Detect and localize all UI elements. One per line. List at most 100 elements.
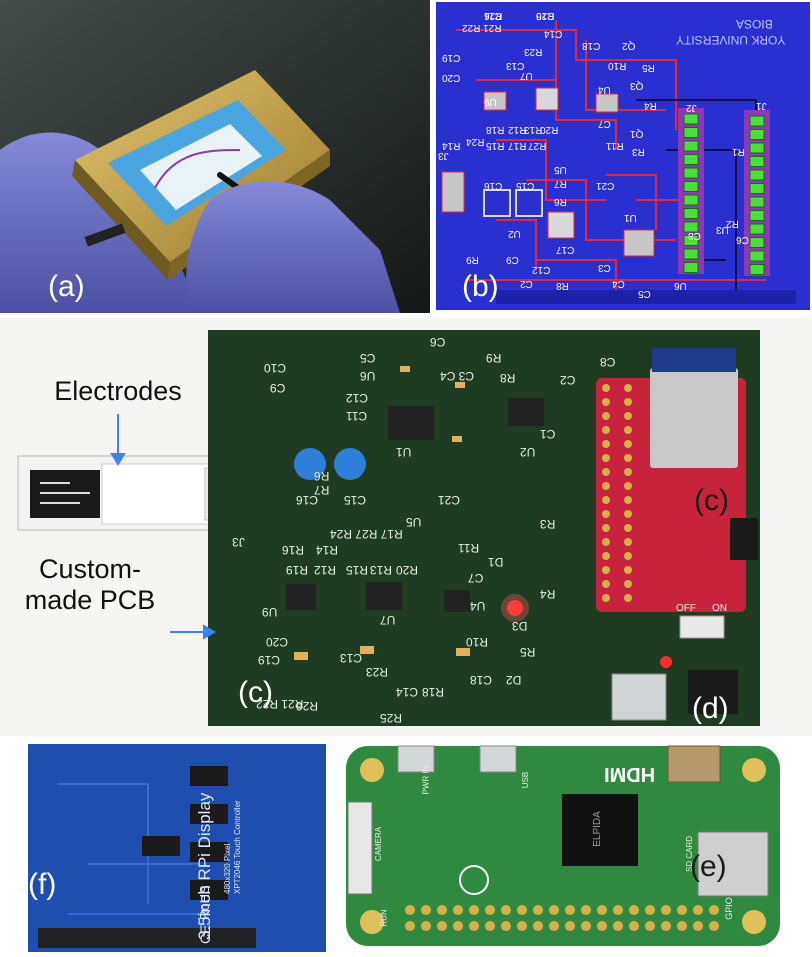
j1-pads <box>749 115 765 275</box>
gpio-pad <box>709 905 719 915</box>
header-pin <box>624 412 632 420</box>
connector-plug <box>84 223 126 247</box>
display-ic <box>190 842 228 862</box>
gpio-pad <box>437 921 447 931</box>
smd-passives <box>294 366 470 660</box>
raspberry-logo <box>459 865 489 895</box>
gpio-pad <box>629 905 639 915</box>
board-refdes: R13 <box>370 563 393 577</box>
panel-e-raspberry-pi-board: HDMI PWR IN USB ELPIDA CAMERA RUN SD CAR… <box>342 740 784 952</box>
header-pin <box>624 580 632 588</box>
gpio-pad <box>597 905 607 915</box>
board-refdes: D3 <box>512 619 528 633</box>
gpio-pad <box>693 921 703 931</box>
layout-refdes: R8 <box>556 280 569 291</box>
pcb-layout-drawing <box>436 2 810 310</box>
board-refdes: U6 <box>360 369 376 383</box>
gpio-pad <box>405 905 415 915</box>
header-pin <box>602 496 610 504</box>
battery-connector <box>688 670 738 714</box>
header-pin <box>602 594 610 602</box>
chip-u9 <box>286 584 316 610</box>
header-pin <box>602 580 610 588</box>
layout-refdes: C9 <box>506 254 519 265</box>
gpio-pad <box>533 921 543 931</box>
pi-hdmi-text: HDMI <box>604 763 656 785</box>
display-ic <box>190 880 228 900</box>
connector-pad <box>749 210 765 221</box>
connector-pad <box>749 237 765 248</box>
layout-refdes: R6 <box>554 196 567 207</box>
footprint-c16 <box>483 189 511 217</box>
usb-connector <box>611 673 667 721</box>
gpio-pad <box>677 921 687 931</box>
header-pin <box>602 524 610 532</box>
layout-refdes: C19 <box>442 52 461 63</box>
layout-refdes: R11 <box>606 140 624 151</box>
assembled-board-photo <box>17 330 760 726</box>
board-refdes: C19 <box>258 653 281 667</box>
pointer-arrows <box>110 414 216 640</box>
layout-refdes: R17 <box>508 140 527 151</box>
gpio-pad <box>565 921 575 931</box>
ic-u2 <box>623 229 655 257</box>
layout-refdes: U1 <box>624 212 637 223</box>
connector-pad <box>683 194 699 206</box>
pi-gpio-text: GPIO <box>723 897 734 920</box>
display-ic <box>190 804 228 824</box>
gpio-pads <box>405 905 719 931</box>
electrode-clip <box>101 463 211 525</box>
connector-pad <box>749 250 765 262</box>
mount-hole-tl <box>360 758 384 782</box>
layout-refdes: C7 <box>598 118 611 129</box>
switch-on-label: ON <box>712 603 727 614</box>
gpio-pad <box>437 905 447 915</box>
board-refdes: C9 <box>270 381 286 395</box>
header-pin <box>602 566 610 574</box>
display-board-photo <box>28 744 326 952</box>
header-pin <box>624 440 632 448</box>
layout-refdes: C10 <box>536 10 555 21</box>
board-refdes: C18 <box>470 673 493 687</box>
board-refdes: R10 <box>466 635 489 649</box>
header-pin <box>602 426 610 434</box>
board-refdes: R16 <box>282 543 305 557</box>
connector-pad <box>683 127 699 138</box>
layout-refdes: C2 <box>520 278 533 289</box>
left-glove <box>0 132 200 313</box>
mount-hole-bl <box>360 910 384 934</box>
gpio-pad <box>597 921 607 931</box>
board-refdes: U9 <box>262 605 278 619</box>
gpio-pad <box>485 921 495 931</box>
gpio-pad <box>469 905 479 915</box>
display-ic <box>142 836 180 856</box>
layout-refdes: R9 <box>466 254 479 265</box>
screen-plot-area <box>140 124 262 210</box>
panel-c-subboard-label: (c) <box>694 484 729 517</box>
header-pin <box>602 398 610 406</box>
board-refdes: R9 <box>486 351 502 365</box>
board-refdes: R4 <box>540 587 556 601</box>
gpio-pad <box>533 905 543 915</box>
layout-refdes: Q3 <box>630 80 644 91</box>
connector-pad <box>749 183 765 194</box>
connector-pad <box>683 113 699 125</box>
device-photo <box>0 0 430 313</box>
board-refdes: R14 <box>316 543 339 557</box>
chip-u4 <box>444 590 470 612</box>
gpio-pad <box>645 905 655 915</box>
board-refdes: D2 <box>506 673 522 687</box>
header-pin <box>602 538 610 546</box>
layout-refdes: C4 <box>612 278 625 289</box>
connector-pad <box>749 142 765 154</box>
gpio-pad <box>549 921 559 931</box>
header-pin <box>624 566 632 574</box>
electrodes-annotation: Electrodes <box>54 376 182 406</box>
capacitor-c15 <box>334 448 366 480</box>
gpio-pad <box>501 905 511 915</box>
board-refdes: C5 <box>360 351 376 365</box>
board-refdes: R26 <box>296 699 319 713</box>
header-pin <box>624 594 632 602</box>
